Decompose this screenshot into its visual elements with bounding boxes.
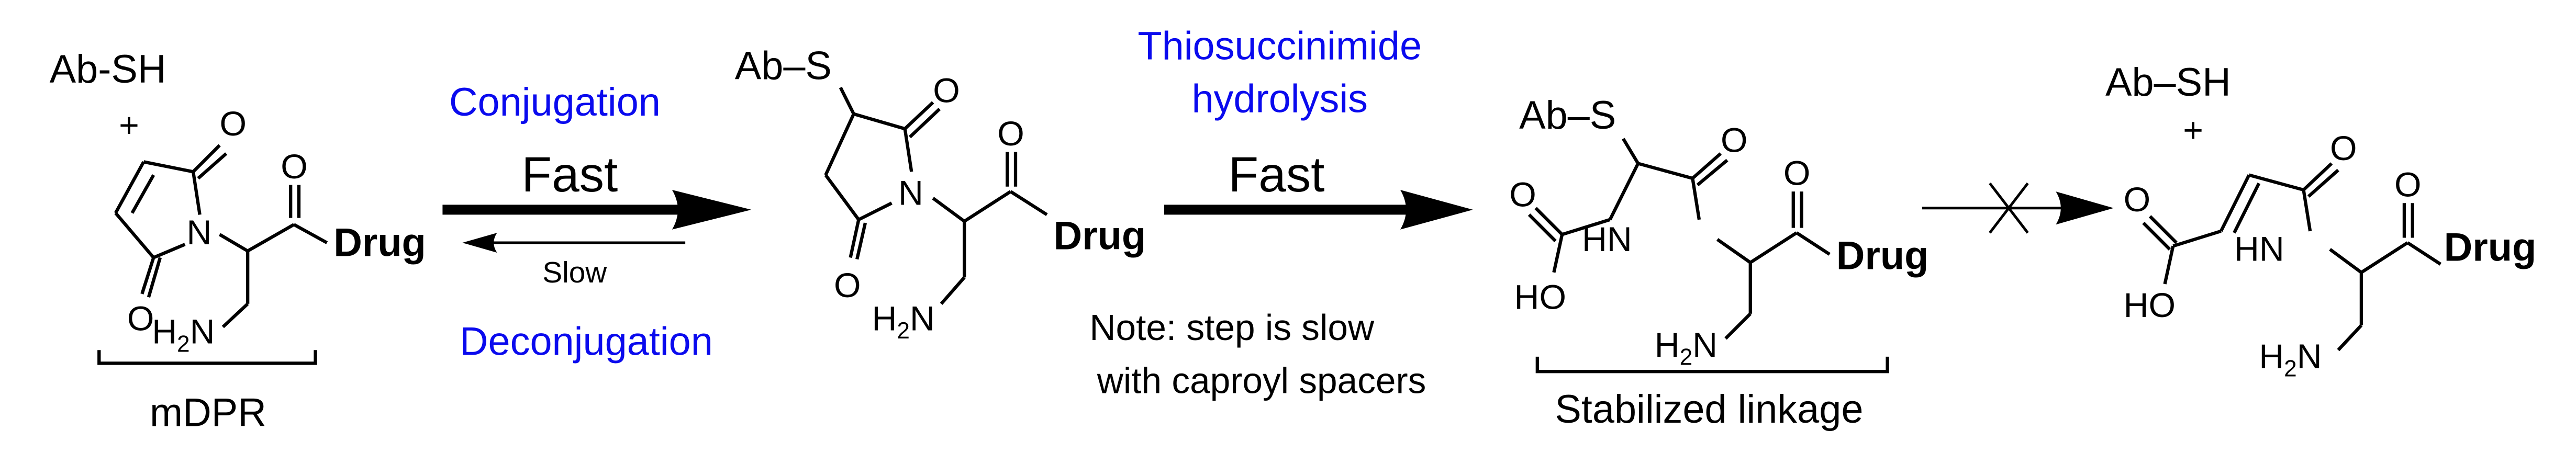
blocked-arrowhead-icon — [2056, 191, 2114, 225]
note-line2: with caproyl spacers — [1097, 360, 1426, 401]
atom-n: N — [898, 174, 923, 212]
fast-label: Fast — [1228, 147, 1324, 202]
atom-h2n: H2N — [872, 299, 935, 344]
atom-o-carbonyl: O — [2394, 166, 2422, 205]
succinimide-ring — [824, 86, 941, 260]
reverse-arrowhead-icon — [462, 233, 497, 253]
compound-retro-michael-products: Ab–SH + O HO O HN O H2N Drug — [2105, 60, 2536, 382]
arrowhead-icon — [1400, 190, 1473, 230]
atom-o-bottom: O — [127, 299, 154, 338]
stabilized-linkage-label: Stabilized linkage — [1555, 387, 1863, 432]
plus-sign: + — [119, 106, 139, 145]
stabilized-bracket — [1535, 356, 1889, 374]
atom-hn: HN — [2234, 230, 2284, 269]
drug-label: Drug — [333, 220, 426, 265]
note-line1: Note: step is slow — [1089, 307, 1375, 348]
atom-o-bottom: O — [834, 266, 861, 305]
atom-o-acid: O — [1509, 176, 1536, 214]
reagent-ab-sh: Ab-SH — [50, 47, 166, 92]
thiol-ab-s: Ab–S — [735, 43, 832, 88]
maleimide-ring — [114, 144, 228, 298]
atom-h2n: H2N — [2259, 337, 2322, 382]
fast-label: Fast — [521, 147, 618, 202]
atom-n: N — [186, 213, 211, 252]
compound-thiosuccinimide: Ab–S O O N O H2N Drug — [735, 43, 1146, 344]
mdpr-bracket — [97, 350, 317, 365]
deconjugation-label: Deconjugation — [460, 320, 713, 364]
slow-label: Slow — [542, 256, 607, 289]
compound-hydrolyzed: Ab–S O HN O HO O H2N Drug Stabilized lin… — [1509, 93, 1928, 432]
atom-h2n-h: H2N — [152, 313, 215, 357]
hydrolysis-label-line2: hydrolysis — [1191, 77, 1368, 121]
atom-o-acid: O — [2124, 180, 2151, 219]
atom-o-top: O — [220, 105, 247, 143]
arrow-conjugation: Conjugation Fast Slow Deconjugation — [442, 80, 752, 364]
drug-label: Drug — [2444, 225, 2537, 270]
thiol-ab-s: Ab–S — [1519, 93, 1616, 138]
atom-o-carbonyl: O — [997, 115, 1024, 153]
arrow-hydrolysis: Thiosuccinimide hydrolysis Fast Note: st… — [1089, 24, 1473, 401]
arrow-blocked — [1922, 182, 2114, 234]
atom-o-carbonyl: O — [281, 148, 308, 186]
drug-label: Drug — [1836, 234, 1929, 278]
cross-mark-icon-stroke — [1989, 182, 2029, 234]
compound-maleimide-mdpr: Ab-SH + O O N O H2N Drug — [50, 47, 426, 435]
conjugation-label: Conjugation — [449, 80, 661, 125]
atom-o-amide: O — [1721, 121, 1748, 160]
atom-h2n: H2N — [1655, 326, 1718, 370]
atom-o-top: O — [933, 72, 960, 110]
atom-o-carbonyl: O — [1783, 154, 1811, 193]
hydrolysis-label-line1: Thiosuccinimide — [1138, 24, 1422, 69]
reagent-ab-sh: Ab–SH — [2105, 60, 2231, 105]
plus-sign: + — [2183, 111, 2203, 150]
atom-ho: HO — [2124, 286, 2176, 325]
mdpr-label: mDPR — [150, 390, 266, 435]
atom-ho: HO — [1514, 278, 1566, 316]
drug-label: Drug — [1054, 214, 1146, 258]
atom-o-amide: O — [2330, 129, 2357, 168]
forward-arrowhead-icon — [672, 190, 752, 230]
